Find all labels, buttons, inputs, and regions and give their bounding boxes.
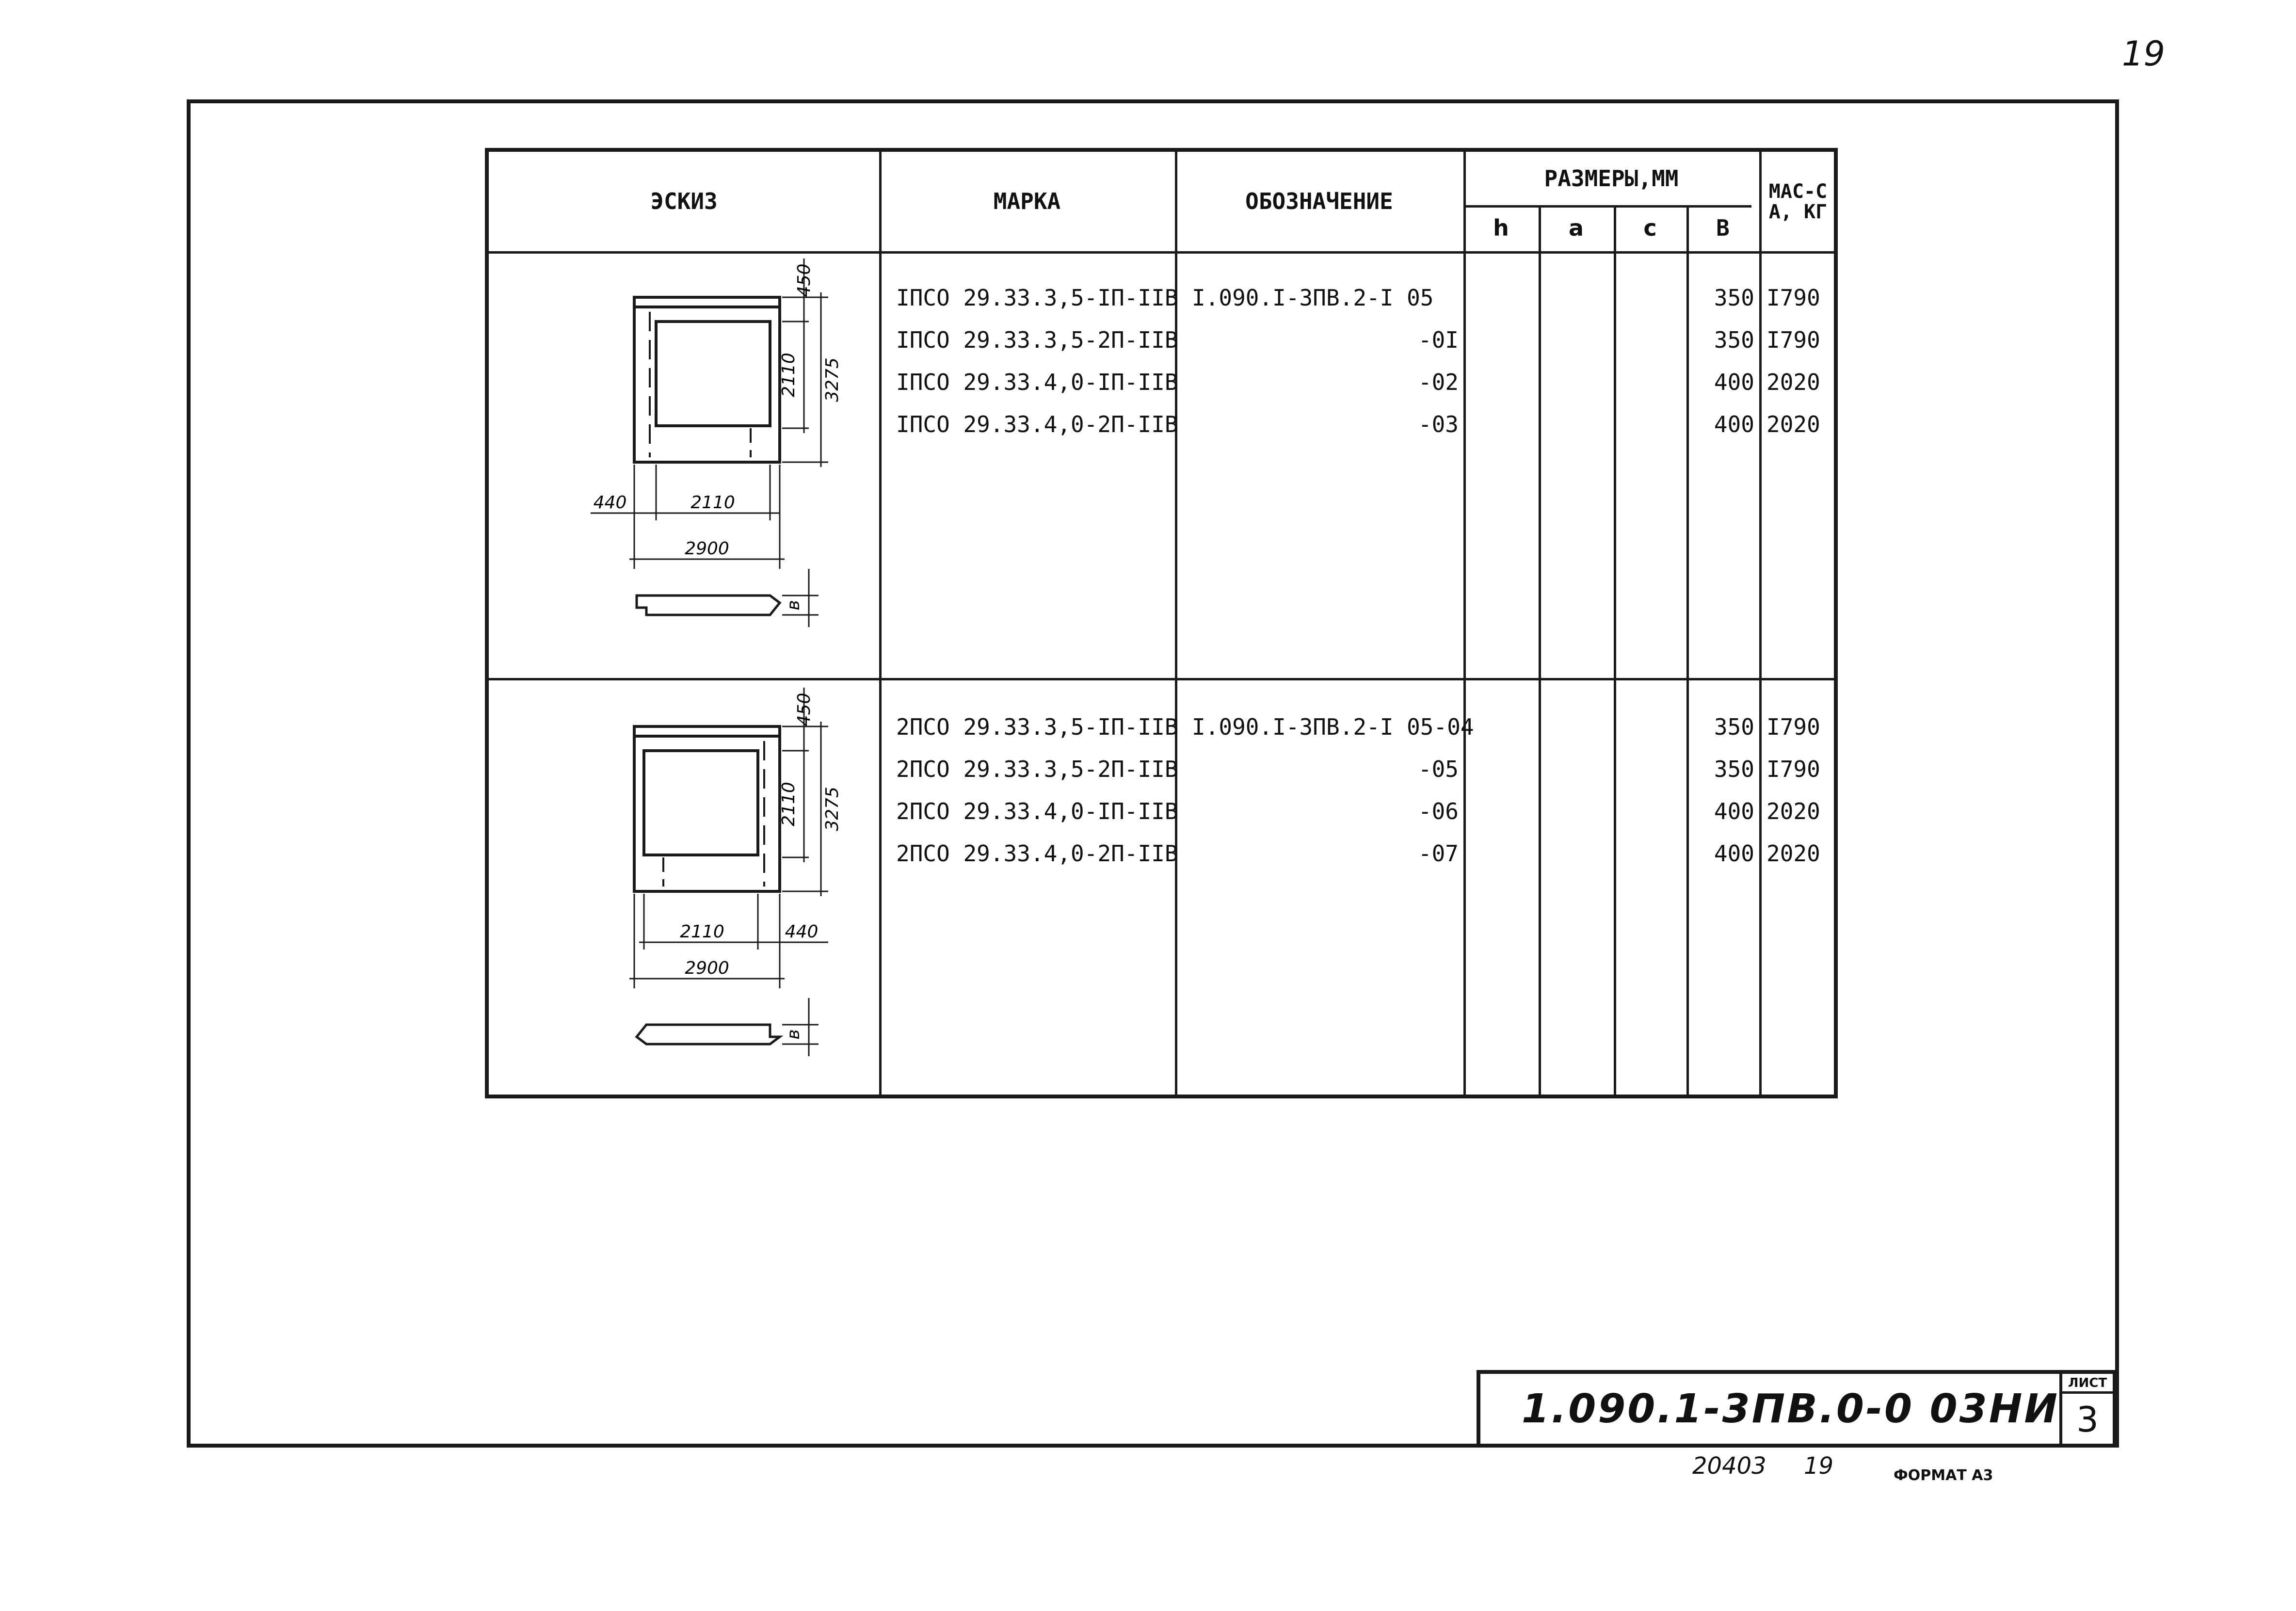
cell-dim-b: 400 <box>1714 369 1754 395</box>
header-sketch: ЭСКИЗ <box>650 188 718 215</box>
dim-right: 440 <box>785 922 819 942</box>
footer-page-number: 19 <box>1804 1452 1834 1480</box>
cell-mass: I790 <box>1766 714 1820 740</box>
cell-mass: 2020 <box>1766 840 1820 867</box>
cell-dim-b: 350 <box>1714 756 1754 782</box>
cell-designation: I.090.I-3ПВ.2-I 05 <box>1192 285 1434 311</box>
col-divider <box>1463 152 1466 1095</box>
row-divider <box>489 251 1834 254</box>
cell-mass: 2020 <box>1766 369 1820 395</box>
col-divider <box>1539 205 1541 1095</box>
cell-dim-b: 350 <box>1714 285 1754 311</box>
dim-top: 450 <box>794 693 814 726</box>
cell-dim-b: 400 <box>1714 411 1754 437</box>
cell-mark: 2ПСО 29.33.3,5-2П-IIВ <box>896 756 1178 782</box>
dim-total-height: 3275 <box>822 357 842 402</box>
dim-opening-height: 2110 <box>779 353 799 397</box>
cell-dim-b: 400 <box>1714 840 1754 867</box>
cell-designation: -0I <box>1418 327 1459 353</box>
inventory-number: 20403 <box>1692 1452 1766 1480</box>
dim-total-height: 3275 <box>822 787 842 831</box>
dim-opening-width: 2110 <box>690 493 735 513</box>
col-divider <box>879 152 882 1095</box>
cell-designation: -03 <box>1418 411 1459 437</box>
row-divider <box>1463 205 1751 208</box>
drawing-frame <box>187 99 2119 1448</box>
sheet-box: ЛИСТ 3 <box>2059 1374 2113 1444</box>
dim-total-width: 2900 <box>685 539 729 559</box>
row-divider <box>489 678 1834 680</box>
cell-dim-b: 350 <box>1714 327 1754 353</box>
header-designation: ОБОЗНАЧЕНИЕ <box>1245 188 1393 215</box>
sheet-number: 3 <box>2076 1399 2099 1440</box>
dim-opening-width: 2110 <box>680 922 724 942</box>
dim-thickness: в <box>784 600 803 610</box>
col-divider <box>1175 152 1177 1095</box>
panel-sketch-2: 450 2110 3275 2110 440 2900 в <box>629 688 842 1056</box>
cell-mark: IПСО 29.33.4,0-IП-IIВ <box>896 369 1178 395</box>
header-dim-a: а <box>1568 215 1584 242</box>
sheet-divider <box>2062 1391 2113 1394</box>
cell-mass: I790 <box>1766 327 1820 353</box>
dim-top: 450 <box>794 264 814 297</box>
cell-designation: I.090.I-3ПВ.2-I 05-04 <box>1192 714 1474 740</box>
cell-mark: 2ПСО 29.33.3,5-IП-IIВ <box>896 714 1178 740</box>
cell-mass: 2020 <box>1766 798 1820 824</box>
cell-dim-b: 350 <box>1714 714 1754 740</box>
header-mass: МАС-СА, КГ <box>1768 180 1828 223</box>
cell-mark: IПСО 29.33.3,5-2П-IIВ <box>896 327 1178 353</box>
format-label: ФОРМАТ А3 <box>1894 1467 1993 1484</box>
dim-thickness: в <box>784 1029 803 1039</box>
sheet-label: ЛИСТ <box>2068 1376 2107 1390</box>
dim-opening-height: 2110 <box>779 782 799 826</box>
cell-mass: I790 <box>1766 756 1820 782</box>
header-dimensions: РАЗМЕРЫ,ММ <box>1544 165 1679 192</box>
cell-mark: 2ПСО 29.33.4,0-IП-IIВ <box>896 798 1178 824</box>
header-dim-c: с <box>1643 215 1657 242</box>
cell-mark: 2ПСО 29.33.4,0-2П-IIВ <box>896 840 1178 867</box>
header-dim-h: h <box>1493 215 1509 242</box>
cell-designation: -07 <box>1418 840 1459 867</box>
specification-table: ЭСКИЗ МАРКА ОБОЗНАЧЕНИЕ РАЗМЕРЫ,ММ h а с… <box>485 148 1838 1098</box>
cell-designation: -05 <box>1418 756 1459 782</box>
cell-mass: 2020 <box>1766 411 1820 437</box>
document-code: 1.090.1-3ПВ.0-0 03НИ <box>1521 1385 2059 1432</box>
cell-mass: I790 <box>1766 285 1820 311</box>
col-divider <box>1614 205 1616 1095</box>
col-divider <box>1759 152 1762 1095</box>
dim-left: 440 <box>594 493 627 513</box>
cell-designation: -02 <box>1418 369 1459 395</box>
cell-dim-b: 400 <box>1714 798 1754 824</box>
header-dim-b: в <box>1716 215 1730 242</box>
cell-mark: IПСО 29.33.3,5-IП-IIВ <box>896 285 1178 311</box>
cell-designation: -06 <box>1418 798 1459 824</box>
panel-sketch-1: 450 2110 3275 440 2110 2900 в <box>591 258 842 627</box>
dim-total-width: 2900 <box>685 958 729 978</box>
header-mark: МАРКА <box>993 188 1061 215</box>
title-block: 1.090.1-3ПВ.0-0 03НИ ЛИСТ 3 <box>1477 1370 2117 1448</box>
cell-mark: IПСО 29.33.4,0-2П-IIВ <box>896 411 1178 437</box>
col-divider <box>1686 205 1689 1095</box>
page-number: 19 <box>2121 34 2165 74</box>
